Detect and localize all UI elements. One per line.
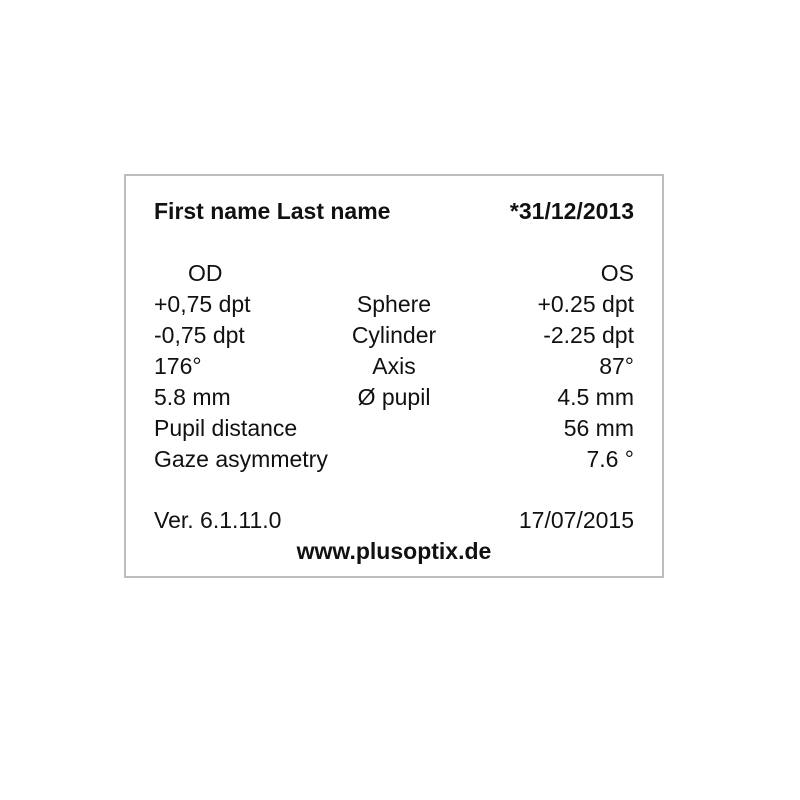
axis-row: 176° Axis 87°: [154, 351, 634, 381]
cylinder-os: -2.25 dpt: [543, 322, 634, 348]
pupil-distance-row: Pupil distance 56 mm: [154, 413, 634, 443]
version-text: Ver. 6.1.11.0: [154, 507, 282, 533]
pupil-label: Ø pupil: [357, 384, 431, 410]
gaze-asymmetry-row: Gaze asymmetry 7.6 °: [154, 444, 634, 474]
pupil-row: 5.8 mm Ø pupil 4.5 mm: [154, 382, 634, 412]
sphere-label: Sphere: [356, 291, 432, 317]
axis-os: 87°: [599, 353, 634, 379]
header-row: First name Last name *31/12/2013: [154, 196, 634, 226]
pupil-od: 5.8 mm: [154, 384, 231, 410]
gaze-asymmetry-value: 7.6 °: [586, 446, 634, 472]
website-row: www.plusoptix.de: [154, 536, 634, 566]
os-label: OS: [600, 260, 634, 286]
sphere-row: +0,75 dpt Sphere +0.25 dpt: [154, 289, 634, 319]
sphere-os: +0.25 dpt: [537, 291, 634, 317]
footer-date: 17/07/2015: [518, 507, 634, 533]
footer-row: Ver. 6.1.11.0 17/07/2015: [154, 505, 634, 535]
patient-birthdate: *31/12/2013: [509, 198, 634, 224]
pupil-distance-value: 56 mm: [563, 415, 634, 441]
pupil-distance-label: Pupil distance: [154, 415, 298, 441]
sphere-od: +0,75 dpt: [154, 291, 251, 317]
cylinder-row: -0,75 dpt Cylinder -2.25 dpt: [154, 320, 634, 350]
eye-labels-row: OD OS: [154, 258, 634, 288]
gaze-asymmetry-label: Gaze asymmetry: [154, 446, 328, 472]
axis-label: Axis: [372, 353, 416, 379]
patient-name: First name Last name: [154, 198, 391, 224]
website-link: www.plusoptix.de: [296, 538, 492, 564]
od-label: OD: [188, 260, 223, 286]
cylinder-label: Cylinder: [351, 322, 437, 348]
printout-card: First name Last name *31/12/2013 OD OS +…: [124, 174, 664, 578]
pupil-os: 4.5 mm: [557, 384, 634, 410]
axis-od: 176°: [154, 353, 202, 379]
cylinder-od: -0,75 dpt: [154, 322, 245, 348]
